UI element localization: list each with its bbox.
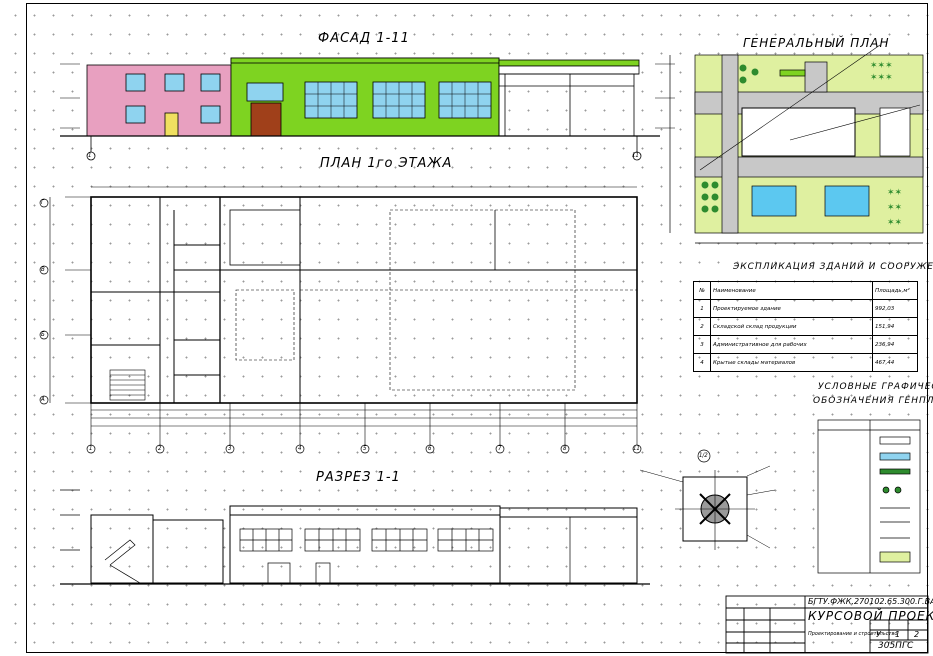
row-name: Административное для рабочих bbox=[710, 335, 873, 354]
facade-title: ФАСАД 1-11 bbox=[318, 31, 410, 46]
plan-axis-x-3: 3 bbox=[228, 445, 232, 452]
title-block-code: БГТУ.ФЖК.270102.65.300.Г.ВАС bbox=[808, 597, 933, 606]
row-area: 236,94 bbox=[872, 335, 918, 354]
explication-table: № Наименование Площадь,м² 1 Проектируемо… bbox=[693, 281, 918, 372]
svg-text:✶✶: ✶✶ bbox=[887, 188, 902, 198]
site-plan-drawing: ✶✶✶✶✶✶ ✶✶✶✶✶✶ bbox=[669, 44, 924, 244]
plan-title: ПЛАН 1го ЭТАЖА bbox=[320, 156, 453, 171]
explication-title: ЭКСПЛИКАЦИЯ ЗДАНИЙ И СООРУЖЕНИЙ bbox=[733, 262, 933, 272]
table-row: 3 Административное для рабочих 236,94 bbox=[693, 335, 918, 354]
plan-axis-y-3: Б bbox=[41, 331, 45, 338]
site-plan-title: ГЕНЕРАЛЬНЫЙ ПЛАН bbox=[743, 36, 890, 50]
plan-axis-x-8: 8 bbox=[563, 445, 567, 452]
section-drawing bbox=[60, 489, 650, 585]
row-num: 1 bbox=[693, 299, 711, 318]
row-area: 992,03 bbox=[872, 299, 918, 318]
row-name: Крытые склады материалов bbox=[710, 353, 873, 372]
plan-axis-y-2: В bbox=[41, 266, 45, 273]
table-row: 1 Проектируемое здание 992,03 bbox=[693, 299, 918, 318]
plan-axis-y-4: А bbox=[41, 396, 45, 403]
title-block-lines bbox=[725, 595, 929, 654]
legend-title-line2: ОБОЗНАЧЕНИЯ ГЕНПЛАНА bbox=[813, 396, 933, 406]
svg-text:✶✶: ✶✶ bbox=[887, 203, 902, 213]
plan-axis-x-11: 11 bbox=[633, 445, 640, 452]
facade-axis-end: 11 bbox=[632, 152, 639, 159]
row-name: Складской склад продукции bbox=[710, 317, 873, 336]
plan-axis-x-6: 6 bbox=[428, 445, 432, 452]
facade-axis-start: 1 bbox=[88, 152, 92, 159]
title-block-sheets: 2 bbox=[914, 630, 920, 639]
title-block-group: 305ПГС bbox=[878, 641, 914, 651]
drawing-frame bbox=[26, 3, 928, 653]
title-block-project: КУРСОВОЙ ПРОЕКТ bbox=[808, 609, 933, 623]
node-detail-drawing bbox=[639, 449, 776, 550]
facade-drawing bbox=[60, 57, 675, 161]
explication-header-name: Наименование bbox=[710, 281, 873, 300]
plan-axis-x-5: 5 bbox=[363, 445, 367, 452]
plan-axis-x-4: 4 bbox=[298, 445, 302, 452]
floor-plan-drawing bbox=[39, 186, 642, 454]
svg-text:✶✶✶: ✶✶✶ bbox=[870, 73, 893, 83]
legend-box bbox=[817, 419, 921, 574]
svg-text:✶✶: ✶✶ bbox=[887, 218, 902, 228]
legend-title-line1: УСЛОВНЫЕ ГРАФИЧЕСКИЕ bbox=[818, 382, 933, 392]
table-row: 2 Складской склад продукции 151,94 bbox=[693, 317, 918, 336]
table-row: 4 Крытые склады материалов 467,44 bbox=[693, 353, 918, 372]
title-block-subtitle: Проектирование и строительство bbox=[808, 631, 898, 637]
plan-axis-x-2: 2 bbox=[158, 445, 162, 452]
plan-axis-y-1: Г bbox=[41, 199, 45, 206]
plan-axis-x-1: 1 bbox=[89, 445, 93, 452]
title-block-sheet: 1 bbox=[895, 630, 901, 639]
row-num: 4 bbox=[693, 353, 711, 372]
plan-axis-x-7: 7 bbox=[498, 445, 502, 452]
svg-text:✶✶✶: ✶✶✶ bbox=[870, 61, 893, 71]
row-area: 151,94 bbox=[872, 317, 918, 336]
section-title: РАЗРЕЗ 1-1 bbox=[316, 470, 401, 485]
row-area: 467,44 bbox=[872, 353, 918, 372]
explication-header-area: Площадь,м² bbox=[872, 281, 918, 300]
row-num: 2 bbox=[693, 317, 711, 336]
title-block-stage: У bbox=[876, 630, 881, 639]
row-num: 3 bbox=[693, 335, 711, 354]
row-name: Проектируемое здание bbox=[710, 299, 873, 318]
explication-header-row: № Наименование Площадь,м² bbox=[693, 281, 918, 300]
node-label: 1/2 bbox=[699, 452, 708, 459]
explication-header-num: № bbox=[693, 281, 711, 300]
